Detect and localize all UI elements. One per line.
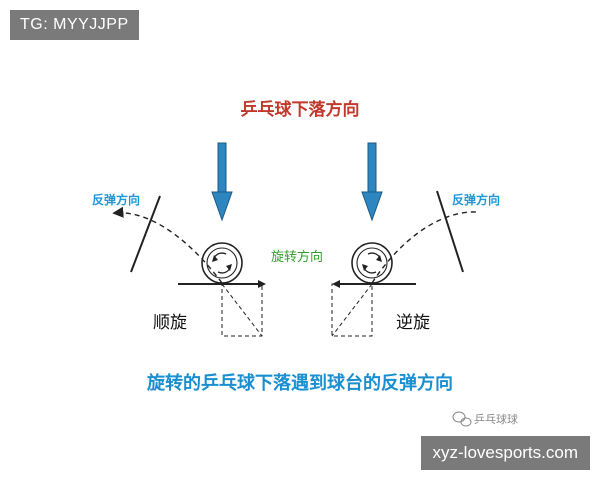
left-spin-label: 顺旋 [153,313,187,333]
right-ball [351,242,393,284]
right-fall-arrow [361,142,383,222]
right-deflector-line [436,190,464,273]
watermark-tag: TG: MYYJJPP [10,10,139,40]
rotation-label: 旋转方向 [271,249,323,265]
right-spin-label: 逆旋 [396,313,430,333]
diagram-title: 乒乓球下落方向 [241,99,360,120]
credit-text: 乒乓球球 [474,412,518,426]
left-bounce-label: 反弹方向 [92,192,140,207]
left-deflector-line [130,195,161,273]
credit-mark: 乒乓球球 [452,411,518,427]
left-fall-arrow [211,142,233,222]
chat-bubble-icon [452,411,472,427]
left-bounce-path [112,206,223,284]
right-bounce-path [371,211,479,284]
left-dashed-box [221,283,263,337]
watermark-site: xyz-lovesports.com [420,436,590,470]
right-dashed-box [331,283,373,337]
left-ball [201,242,243,284]
right-bounce-label: 反弹方向 [452,192,500,207]
diagram-caption: 旋转的乒乓球下落遇到球台的反弹方向 [146,372,453,394]
